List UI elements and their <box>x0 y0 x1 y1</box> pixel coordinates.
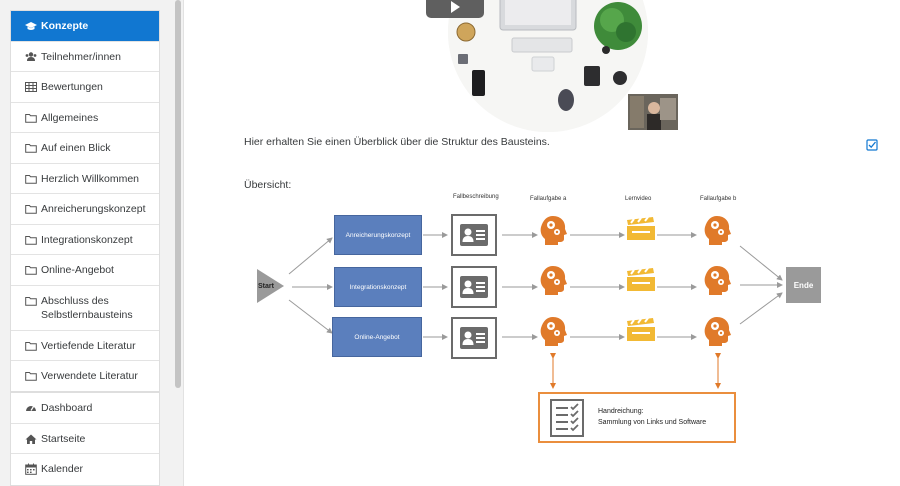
concept-box-online[interactable]: Online-Angebot <box>332 317 422 357</box>
head-gears-icon[interactable] <box>540 265 568 295</box>
sidebar-item-label: Herzlich Willkommen <box>41 173 140 185</box>
folder-icon <box>25 234 37 246</box>
users-icon <box>25 51 37 63</box>
sidebar-item-startseite[interactable]: Startseite <box>11 424 159 454</box>
sidebar-item-online-angebot[interactable]: Online-Angebot <box>11 255 159 286</box>
sidebar-item-konzepte[interactable]: Konzepte <box>11 11 159 42</box>
sidebar-item-anreicherungskonzept[interactable]: Anreicherungskonzept <box>11 194 159 225</box>
head-gears-icon[interactable] <box>540 215 568 245</box>
webcam-thumbnail[interactable] <box>628 94 678 130</box>
sidebar-item-label: Allgemeines <box>41 112 99 124</box>
sidebar-item-abschluss[interactable]: Abschluss des Selbstlernbausteins <box>11 286 159 331</box>
sidebar-item-label: Online-Angebot <box>41 264 114 276</box>
dashboard-icon <box>25 402 36 414</box>
table-icon <box>25 81 37 93</box>
play-icon <box>451 1 460 13</box>
end-box[interactable]: Ende <box>786 267 821 303</box>
sidebar-item-dashboard[interactable]: Dashboard <box>11 393 159 424</box>
calendar-icon <box>25 463 37 475</box>
sidebar-item-label: Integrationskonzept <box>41 234 133 246</box>
folder-icon <box>25 142 37 154</box>
desk-photo <box>448 0 648 132</box>
sidebar-item-label: Startseite <box>41 433 86 445</box>
sidebar-item-label: Vertiefende Literatur <box>41 340 136 352</box>
intro-text: Hier erhalten Sie einen Überblick über d… <box>244 136 550 148</box>
folder-icon <box>25 340 37 352</box>
concept-box-integration[interactable]: Integrationskonzept <box>334 267 422 307</box>
folder-icon <box>25 112 37 124</box>
column-label-fallaufgabe-b: Fallaufgabe b <box>700 196 737 202</box>
folder-icon <box>25 264 37 276</box>
sidebar-item-label: Anreicherungskonzept <box>41 203 146 215</box>
sidebar-item-kalender[interactable]: Kalender <box>11 454 159 485</box>
head-gears-icon[interactable] <box>704 265 732 295</box>
folder-icon <box>25 203 37 215</box>
id-card-icon <box>460 327 488 349</box>
column-label-lernvideo: Lernvideo <box>625 196 652 202</box>
sidebar-item-vertiefende-literatur[interactable]: Vertiefende Literatur <box>11 331 159 361</box>
sidebar-item-label: Teilnehmer/innen <box>41 51 121 63</box>
case-description-card-2[interactable] <box>451 266 497 308</box>
graduation-cap-icon <box>25 20 37 32</box>
sidebar-item-teilnehmer[interactable]: Teilnehmer/innen <box>11 42 159 72</box>
site-navigation: Dashboard Startseite Kalender <box>10 392 160 486</box>
sidebar-item-label: Bewertungen <box>41 81 103 93</box>
folder-icon <box>25 370 37 382</box>
sidebar-item-label: Verwendete Literatur <box>41 370 138 382</box>
start-label: Start <box>258 283 274 290</box>
sidebar-item-allgemeines[interactable]: Allgemeines <box>11 103 159 133</box>
folder-icon <box>25 173 37 185</box>
sidebar-item-label: Konzepte <box>41 20 89 32</box>
sidebar-item-bewertungen[interactable]: Bewertungen <box>11 72 159 103</box>
sidebar-item-herzlich-willkommen[interactable]: Herzlich Willkommen <box>11 164 159 194</box>
structure-diagram: Fallbeschreibung Fallaufgabe a Lernvideo… <box>254 190 824 450</box>
video-play-button[interactable] <box>426 0 484 18</box>
home-icon <box>25 433 37 445</box>
handout-title: Handreichung: <box>598 408 644 415</box>
start-arrow <box>257 269 284 303</box>
sidebar-item-label: Kalender <box>41 463 84 475</box>
completion-checkbox-icon[interactable] <box>866 138 878 151</box>
case-description-card-1[interactable] <box>451 214 497 256</box>
diagram-connectors <box>257 232 783 389</box>
sidebar-item-label: Auf einen Blick <box>41 142 111 154</box>
folder-icon <box>25 295 37 307</box>
id-card-icon <box>460 276 488 298</box>
clapperboard-icon[interactable] <box>626 216 656 241</box>
column-label-fallaufgabe-a: Fallaufgabe a <box>530 196 567 202</box>
clapperboard-icon[interactable] <box>626 317 656 342</box>
column-label-fallbeschreibung: Fallbeschreibung <box>453 194 499 200</box>
case-description-card-3[interactable] <box>451 317 497 359</box>
head-gears-icon[interactable] <box>704 215 732 245</box>
sidebar-item-label: Abschluss des Selbstlernbausteins <box>41 295 133 321</box>
head-gears-icon[interactable] <box>704 316 732 346</box>
course-sidebar: Konzepte Teilnehmer/innen Bewertungen Al… <box>0 0 184 486</box>
id-card-icon <box>460 224 488 246</box>
overview-label: Übersicht: <box>244 179 292 191</box>
sidebar-item-verwendete-literatur[interactable]: Verwendete Literatur <box>11 361 159 391</box>
checklist-icon <box>550 399 584 437</box>
clapperboard-icon[interactable] <box>626 267 656 292</box>
sidebar-scrollbar[interactable] <box>175 0 181 388</box>
concept-box-anreicherung[interactable]: Anreicherungskonzept <box>334 215 422 255</box>
head-gears-icon[interactable] <box>540 316 568 346</box>
course-navigation: Konzepte Teilnehmer/innen Bewertungen Al… <box>10 10 160 392</box>
handout-box[interactable]: Handreichung: Sammlung von Links und Sof… <box>538 392 736 443</box>
sidebar-item-auf-einen-blick[interactable]: Auf einen Blick <box>11 133 159 164</box>
handout-subtitle: Sammlung von Links und Software <box>598 419 707 426</box>
sidebar-item-integrationskonzept[interactable]: Integrationskonzept <box>11 225 159 255</box>
sidebar-item-label: Dashboard <box>41 402 93 414</box>
